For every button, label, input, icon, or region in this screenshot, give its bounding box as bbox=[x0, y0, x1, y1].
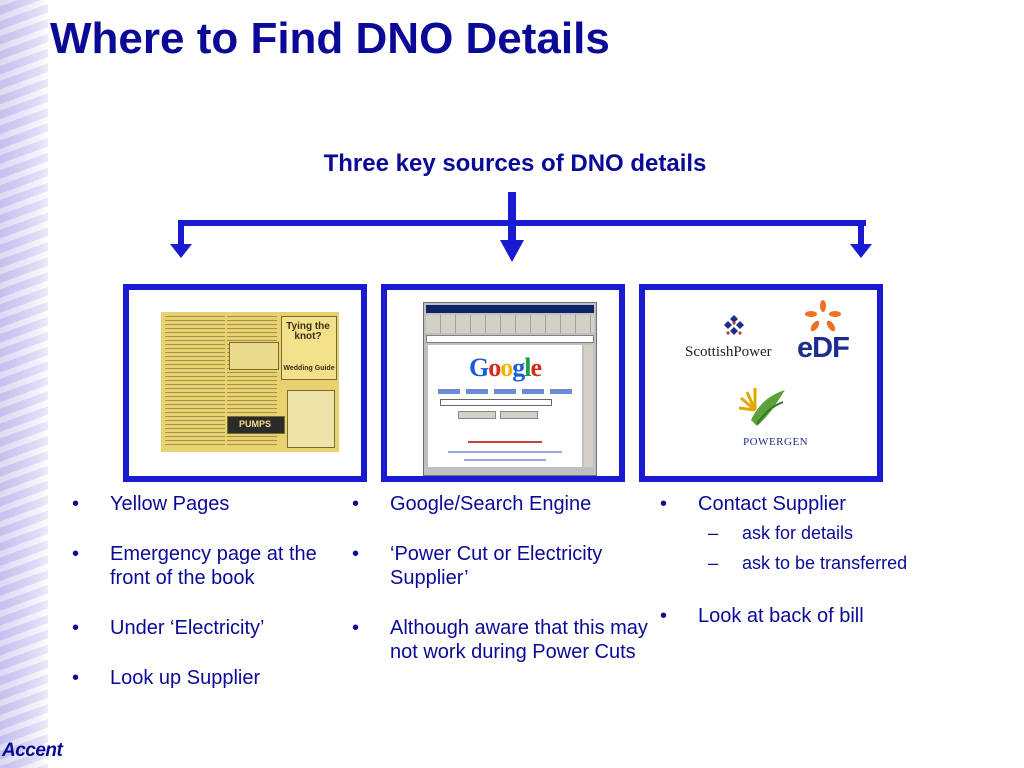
decorative-side-strip bbox=[0, 0, 48, 768]
browser-title-bar bbox=[426, 305, 594, 313]
slide-title: Where to Find DNO Details bbox=[50, 14, 610, 63]
bullet-item: Google/Search Engine bbox=[352, 492, 662, 516]
scottishpower-logo-mark bbox=[724, 315, 744, 335]
google-logo-letter: o bbox=[500, 353, 513, 382]
search-button bbox=[458, 411, 496, 419]
pumps-ad bbox=[227, 416, 285, 434]
listing-column bbox=[165, 316, 225, 448]
display-ad bbox=[287, 390, 335, 448]
google-logo-letter: o bbox=[488, 353, 501, 382]
accent-logo: Accent bbox=[2, 740, 63, 761]
arrow-head-right bbox=[850, 244, 872, 258]
powergen-logo-text: POWERGEN bbox=[743, 436, 809, 448]
search-tabs bbox=[438, 389, 572, 394]
bullet-item: Yellow Pages bbox=[72, 492, 352, 516]
arrow-stem-right bbox=[858, 220, 864, 246]
supplier-bullets: Contact Supplier ask for details ask to … bbox=[660, 492, 990, 654]
google-logo-letter: g bbox=[512, 353, 525, 382]
yellow-pages-image: Tying the knot? Wedding Guide PUMPS bbox=[161, 312, 339, 452]
sub-bullet-item: ask for details bbox=[660, 518, 990, 548]
branch-arrows bbox=[170, 192, 872, 262]
slide-subtitle: Three key sources of DNO details bbox=[323, 150, 707, 177]
bullet-item: Emergency page at the front of the book bbox=[72, 542, 352, 590]
bullet-item: Contact Supplier ask for details ask to … bbox=[660, 492, 990, 578]
bullet-item: Although aware that this may not work du… bbox=[352, 616, 662, 664]
scottishpower-logo-text: ScottishPower bbox=[685, 344, 772, 360]
bullet-item: Look up Supplier bbox=[72, 666, 352, 690]
bullet-text: Contact Supplier bbox=[698, 493, 846, 515]
ad-text: Wedding Guide bbox=[283, 365, 335, 372]
search-button bbox=[500, 411, 538, 419]
google-logo-letter: e bbox=[530, 353, 542, 382]
footer-links bbox=[464, 459, 546, 461]
arrow-head-left bbox=[170, 244, 192, 258]
sub-bullet-list: ask for details ask to be transferred bbox=[698, 518, 990, 578]
footer-links bbox=[448, 451, 562, 453]
edf-logo-mark bbox=[805, 300, 841, 332]
edf-logo-text: eDF bbox=[797, 332, 850, 364]
sub-bullet-item: ask to be transferred bbox=[660, 548, 990, 578]
bullet-item: ‘Power Cut or Electricity Supplier’ bbox=[352, 542, 662, 590]
bullet-item: Look at back of bill bbox=[660, 604, 990, 628]
bullet-item: Under ‘Electricity’ bbox=[72, 616, 352, 640]
powergen-logo-mark bbox=[738, 388, 785, 426]
wedding-ad bbox=[281, 316, 337, 380]
google-logo-letter: G bbox=[468, 353, 489, 382]
browser-screenshot: Google bbox=[423, 302, 597, 476]
search-box bbox=[440, 399, 552, 406]
browser-page: Google bbox=[428, 345, 582, 467]
arrow-stem-center bbox=[508, 192, 516, 240]
browser-toolbar bbox=[426, 315, 594, 333]
google-logo-letter: l bbox=[524, 353, 531, 382]
supplier-panel: ScottishPower eDF POWERGEN bbox=[639, 284, 883, 482]
yellow-pages-bullets: Yellow Pages Emergency page at the front… bbox=[72, 492, 352, 716]
ad-text: PUMPS bbox=[238, 419, 271, 429]
search-engine-panel: Google bbox=[381, 284, 625, 482]
browser-address-bar bbox=[426, 335, 594, 343]
promo-link bbox=[468, 441, 542, 443]
search-engine-bullets: Google/Search Engine ‘Power Cut or Elect… bbox=[352, 492, 662, 690]
arrow-stem-left bbox=[178, 220, 184, 246]
arrow-crossbar bbox=[178, 220, 866, 226]
google-logo: Google bbox=[428, 353, 582, 383]
arrow-head-center bbox=[500, 240, 524, 262]
display-ad bbox=[229, 342, 279, 370]
ad-text: Tying the knot? bbox=[286, 321, 330, 342]
yellow-pages-panel: Tying the knot? Wedding Guide PUMPS bbox=[123, 284, 367, 482]
browser-scrollbar bbox=[584, 345, 593, 467]
